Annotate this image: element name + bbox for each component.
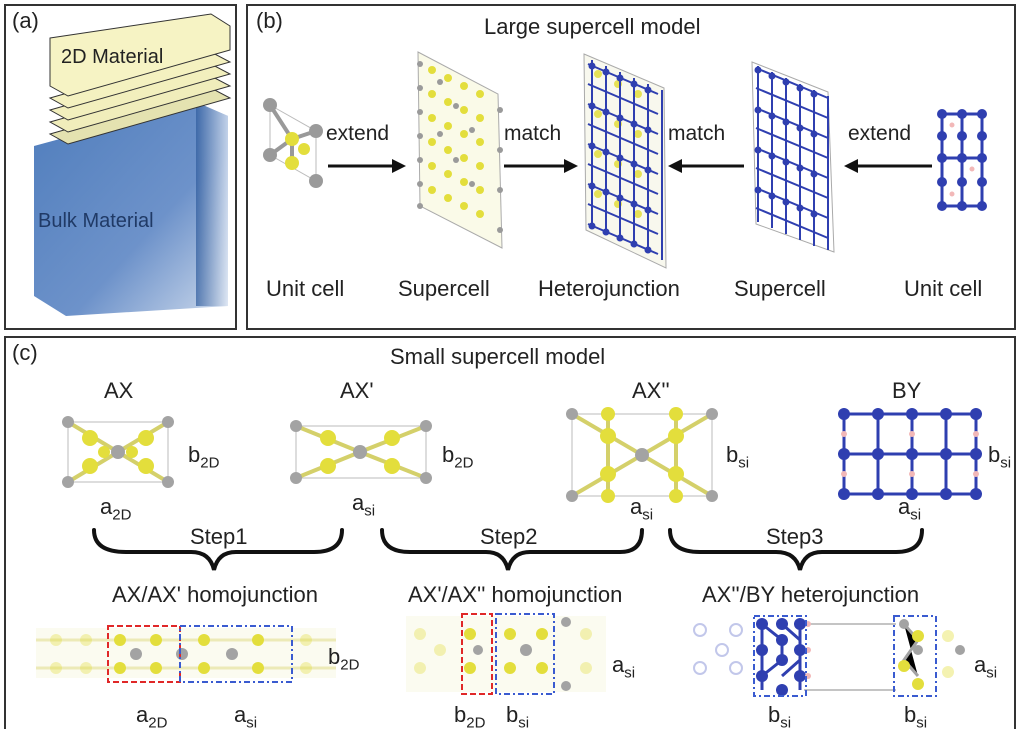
bulk-material-label: Bulk Material — [38, 210, 154, 232]
caption-unit-cell-right: Unit cell — [904, 276, 983, 301]
panel-b-title: Large supercell model — [484, 14, 701, 39]
junction-2-bottom1: b2D — [454, 702, 486, 731]
caption-heterojunction: Heterojunction — [538, 276, 680, 301]
cell-axpp-name: AX'' — [632, 378, 670, 403]
arrow-extend-left — [328, 159, 406, 173]
arrow-extend-left-label: extend — [326, 122, 390, 145]
junction-1-bottom1: a2D — [136, 702, 168, 731]
step-braces — [92, 528, 924, 571]
arrow-match-left — [504, 159, 578, 173]
cell-axpp-graphic — [566, 407, 718, 503]
2d-layers — [48, 13, 232, 145]
panel-b-label: (b) — [256, 8, 283, 33]
arrow-match-right — [668, 159, 744, 173]
cell-by-a: asi — [898, 494, 922, 524]
supercell-by-graphic — [751, 61, 835, 253]
junction-2-title: AX'/AX'' homojunction — [408, 582, 623, 607]
junction-1-title: AX/AX' homojunction — [112, 582, 318, 607]
cell-axp-b: b2D — [442, 442, 474, 472]
step3-label: Step3 — [766, 524, 824, 549]
cell-axpp-a: asi — [630, 494, 654, 524]
caption-supercell-left: Supercell — [398, 276, 490, 301]
panel-a: (a) 2D Material Bulk Material — [4, 4, 237, 330]
unit-cell-by-graphic — [937, 109, 987, 211]
cell-axpp-b: bsi — [726, 442, 750, 472]
bulk-2d-illustration — [34, 13, 232, 316]
junction-3-right: asi — [974, 652, 998, 682]
panel-c-title: Small supercell model — [390, 344, 606, 369]
panel-c: (c) Small supercell model AX b2D a2D AX'… — [4, 336, 1016, 731]
cell-by-name: BY — [892, 378, 922, 403]
cell-axp-graphic — [290, 420, 432, 484]
cell-axp-name: AX' — [340, 378, 374, 403]
junction-2-graphic — [406, 613, 606, 695]
cell-ax-b: b2D — [188, 442, 220, 472]
cell-ax-graphic — [62, 416, 174, 488]
2d-material-label: 2D Material — [61, 46, 164, 68]
arrow-extend-right — [844, 159, 932, 173]
caption-supercell-right: Supercell — [734, 276, 826, 301]
junction-1-graphic — [36, 625, 336, 683]
caption-unit-cell-left: Unit cell — [266, 276, 345, 301]
panel-b: (b) Large supercell model extend — [246, 4, 1016, 330]
cell-ax-a: a2D — [100, 494, 132, 524]
cell-by-graphic — [838, 408, 982, 500]
cell-axp-a: asi — [352, 490, 376, 520]
supercell-ax-graphic — [417, 51, 503, 249]
step1-label: Step1 — [190, 524, 248, 549]
junction-1-right: b2D — [328, 644, 360, 674]
panel-c-label: (c) — [12, 340, 38, 365]
junction-2-right: asi — [612, 652, 636, 682]
arrow-match-left-label: match — [504, 122, 562, 145]
cell-by-b: bsi — [988, 442, 1012, 472]
junction-3-bottom2: bsi — [904, 702, 928, 731]
unit-cell-ax-graphic — [263, 98, 323, 188]
cell-ax-name: AX — [104, 378, 134, 403]
junction-3-title: AX''/BY heterojunction — [702, 582, 920, 607]
arrow-match-right-label: match — [668, 122, 726, 145]
heterojunction-graphic — [583, 53, 667, 269]
junction-3-graphic — [693, 615, 965, 697]
arrow-extend-right-label: extend — [848, 122, 912, 145]
junction-3-bottom1: bsi — [768, 702, 792, 731]
panel-a-label: (a) — [12, 8, 39, 33]
junction-2-bottom2: bsi — [506, 702, 530, 731]
step2-label: Step2 — [480, 524, 538, 549]
junction-1-bottom2: asi — [234, 702, 258, 731]
